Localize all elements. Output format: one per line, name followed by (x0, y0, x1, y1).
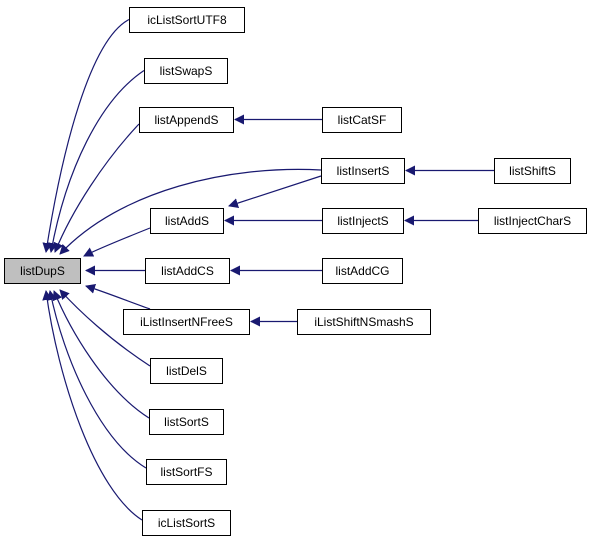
node-label: iListInsertNFreeS (140, 315, 233, 329)
node-label: listSwapS (160, 64, 213, 78)
node-box (322, 258, 403, 284)
edge-listDelS-to-listDupS (59, 289, 151, 367)
node-label: listAddS (165, 214, 209, 228)
edge-iListInsertNFreeS-to-listDupS (85, 283, 151, 310)
node-box (144, 58, 228, 84)
edge-listAppendS-to-listDupS (53, 123, 140, 253)
node-label: listAddCG (335, 264, 389, 278)
node-box (145, 258, 230, 284)
node-label: listInjectS (337, 214, 388, 228)
node-label: listShiftS (509, 164, 556, 178)
node-listAddCS[interactable]: listAddCS (145, 258, 230, 284)
edge-listAddS-to-listDupS (83, 227, 151, 257)
node-box (123, 309, 250, 335)
node-listCatSF[interactable]: listCatSF (322, 107, 402, 133)
node-icListSortUTF8[interactable]: icListSortUTF8 (129, 7, 245, 33)
node-listAddCG[interactable]: listAddCG (322, 258, 403, 284)
node-label: iListShiftNSmashS (314, 315, 413, 329)
node-label: listCatSF (338, 113, 387, 127)
edges-layer (42, 18, 494, 521)
node-box (297, 309, 431, 335)
node-listAppendS[interactable]: listAppendS (139, 107, 234, 133)
node-box (494, 158, 571, 184)
node-box (322, 107, 402, 133)
node-label: listInjectCharS (494, 214, 571, 228)
node-listSortS[interactable]: listSortS (149, 409, 224, 435)
node-listInjectS[interactable]: listInjectS (322, 208, 404, 234)
node-label: listAppendS (154, 113, 218, 127)
node-box (4, 258, 81, 284)
node-box (478, 208, 587, 234)
edge-icListSortUTF8-to-listDupS (42, 18, 130, 253)
node-listAddS[interactable]: listAddS (150, 208, 224, 234)
node-listSortFS[interactable]: listSortFS (146, 459, 227, 485)
node-label: listAddCS (161, 264, 214, 278)
node-box (150, 208, 224, 234)
edge-listSortS-to-listDupS (52, 290, 150, 419)
node-label: listSortFS (160, 465, 212, 479)
edge-listSortFS-to-listDupS (46, 290, 147, 469)
node-icListSortS[interactable]: icListSortS (142, 510, 231, 536)
node-label: icListSortUTF8 (147, 13, 227, 27)
node-box (139, 107, 234, 133)
node-label: listInsertS (337, 164, 390, 178)
node-box (149, 409, 224, 435)
node-listDelS[interactable]: listDelS (150, 358, 223, 384)
node-box (146, 459, 227, 485)
node-iListInsertNFreeS[interactable]: iListInsertNFreeS (123, 309, 250, 335)
node-box (150, 358, 223, 384)
node-listDupS[interactable]: listDupS (4, 258, 81, 284)
node-label: listDupS (20, 264, 65, 278)
node-iListShiftNSmashS[interactable]: iListShiftNSmashS (297, 309, 431, 335)
node-listSwapS[interactable]: listSwapS (144, 58, 228, 84)
node-box (129, 7, 245, 33)
node-box (321, 158, 405, 184)
nodes-layer: listDupS icListSortUTF8 listSwapS listAppen… (4, 7, 587, 536)
node-label: icListSortS (158, 516, 215, 530)
node-box (322, 208, 404, 234)
edge-listSwapS-to-listDupS (47, 70, 145, 253)
node-box (142, 510, 231, 536)
node-label: listSortS (164, 415, 209, 429)
node-listInjectCharS[interactable]: listInjectCharS (478, 208, 587, 234)
edge-listInsertS-to-listDupS (59, 168, 322, 255)
node-listShiftS[interactable]: listShiftS (494, 158, 571, 184)
node-listInsertS[interactable]: listInsertS (321, 158, 405, 184)
edge-icListSortS-to-listDupS (42, 290, 143, 521)
edge-listInsertS-to-listAddS (228, 175, 322, 208)
node-label: listDelS (166, 364, 207, 378)
